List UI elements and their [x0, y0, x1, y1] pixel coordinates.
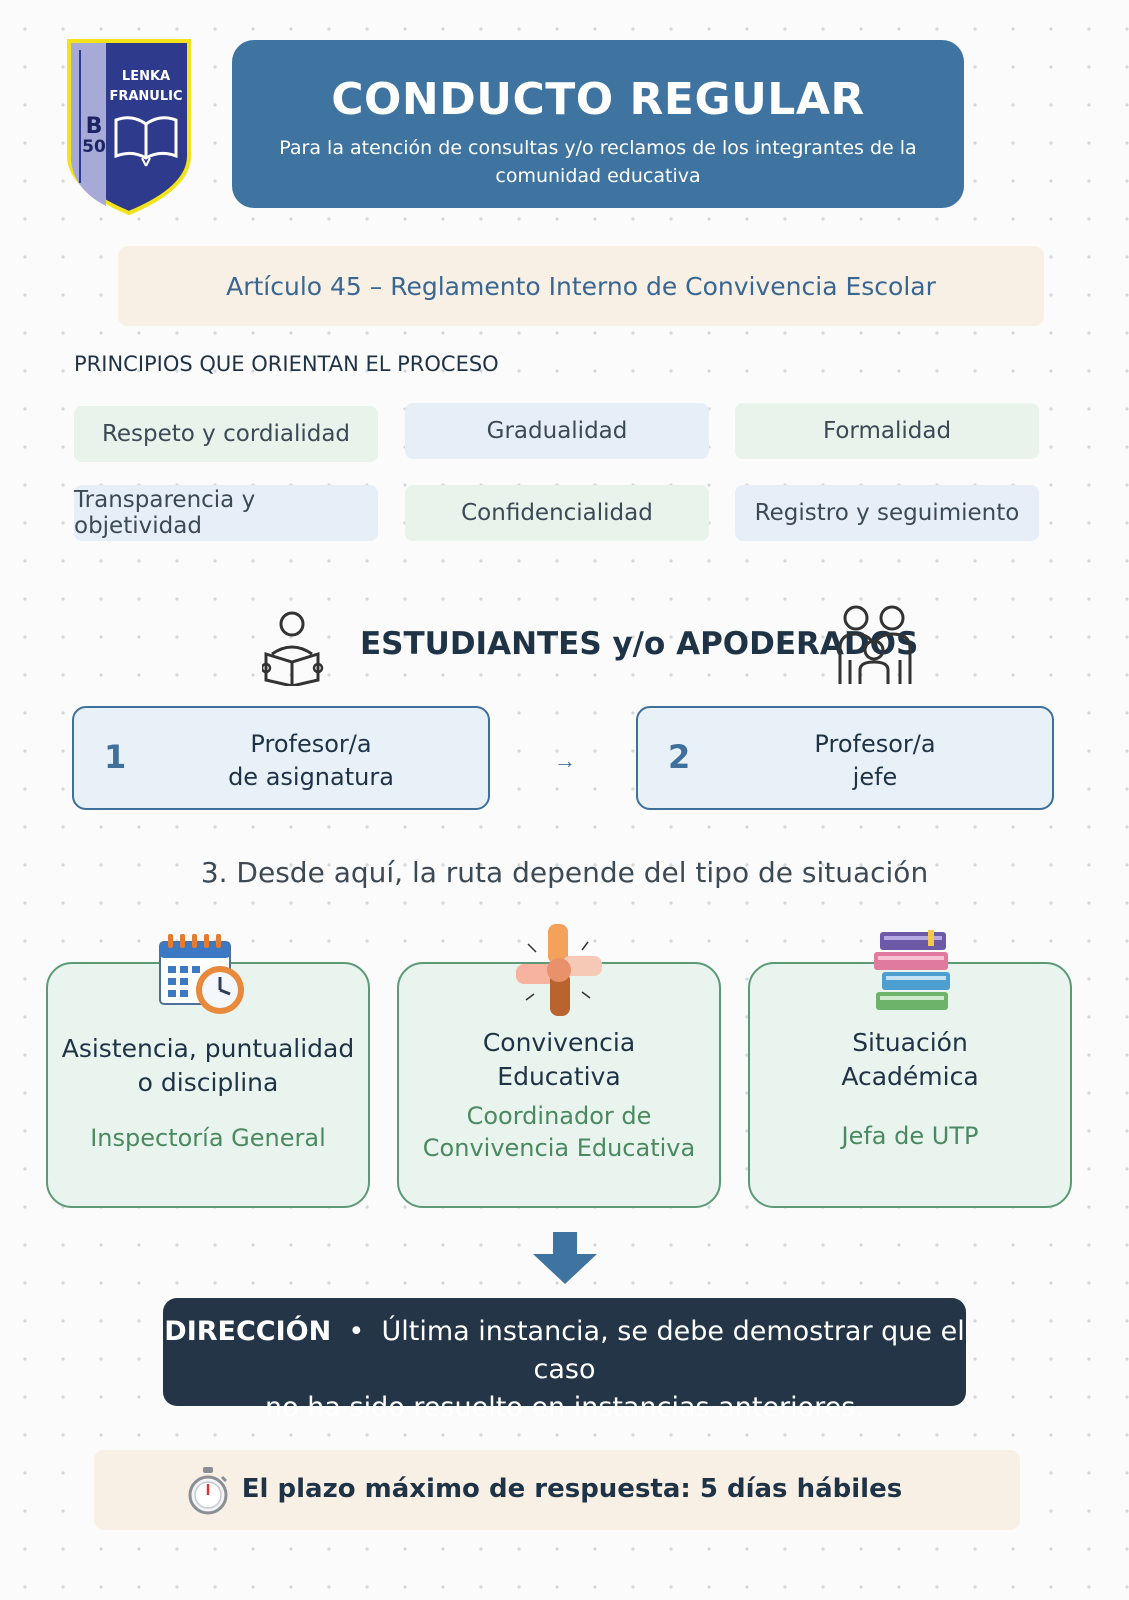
direction-label: DIRECCIÓN: [164, 1316, 332, 1347]
card-title-line1: Situación: [852, 1028, 968, 1057]
card-title-line1: Convivencia: [482, 1028, 636, 1057]
article-label: Artículo 45 – Reglamento Interno de Conv…: [226, 271, 936, 301]
card-title-line2: o disciplina: [137, 1068, 279, 1097]
card-subtitle-line1: Inspectoría General: [90, 1124, 326, 1152]
logo-code-number: 50: [82, 137, 106, 157]
student-reading-icon: [260, 610, 326, 688]
principle-pill: Formalidad: [735, 403, 1039, 459]
logo-line1: LENKA: [122, 69, 170, 84]
students-heading: ESTUDIANTES y/o APODERADOS: [360, 626, 919, 662]
school-logo: LENKA FRANULIC B 50: [66, 38, 192, 216]
direction-separator: •: [348, 1316, 365, 1347]
step-label-line1: Profesor/a: [250, 730, 372, 758]
step-number: 1: [104, 738, 127, 776]
direction-text-line1: Última instancia, se debe demostrar que …: [381, 1316, 965, 1385]
route-heading: 3. Desde aquí, la ruta depende del tipo …: [200, 856, 929, 889]
hands-together-icon: [514, 922, 604, 1018]
card-subtitle-line2: Convivencia Educativa: [422, 1134, 696, 1162]
deadline-text: El plazo máximo de respuesta: 5 días háb…: [241, 1474, 903, 1504]
arrow-down-icon: [533, 1232, 597, 1284]
principle-pill: Respeto y cordialidad: [74, 406, 378, 462]
page-title: CONDUCTO REGULAR: [331, 74, 865, 125]
step-label-line2: jefe: [852, 763, 898, 791]
logo-code-letter: B: [86, 114, 103, 139]
page-subtitle: Para la atención de consultas y/o reclam…: [279, 137, 917, 187]
direction-text-line2: no ha sido resuelto en instancias anteri…: [265, 1392, 864, 1423]
card-title-line1: Asistencia, puntualidad: [61, 1034, 355, 1063]
principle-pill: Confidencialidad: [405, 485, 709, 541]
header-banner: CONDUCTO REGULAR Para la atención de con…: [232, 40, 964, 208]
calendar-clock-icon: [158, 932, 250, 1016]
deadline-band: El plazo máximo de respuesta: 5 días háb…: [94, 1450, 1020, 1530]
stopwatch-icon: [186, 1467, 230, 1515]
books-stack-icon: [872, 928, 956, 1014]
step-1-box: 1 Profesor/a de asignatura: [72, 706, 490, 810]
card-subtitle-line1: Jefa de UTP: [841, 1122, 979, 1150]
principles-heading: PRINCIPIOS QUE ORIENTAN EL PROCESO: [74, 352, 499, 376]
principle-pill: Registro y seguimiento: [735, 485, 1039, 541]
card-title-line2: Educativa: [497, 1062, 621, 1091]
open-book-icon: [114, 116, 178, 167]
article-band: Artículo 45 – Reglamento Interno de Conv…: [118, 246, 1044, 326]
step-number: 2: [668, 738, 691, 776]
card-subtitle-line1: Coordinador de: [466, 1102, 652, 1130]
family-icon: [834, 604, 916, 686]
arrow-right-icon: →: [554, 748, 576, 773]
step-label-line2: de asignatura: [228, 763, 394, 791]
step-2-box: 2 Profesor/a jefe: [636, 706, 1054, 810]
principle-pill: Gradualidad: [405, 403, 709, 459]
card-title-line2: Académica: [841, 1062, 979, 1091]
logo-line2: FRANULIC: [109, 89, 182, 104]
direction-banner: DIRECCIÓN • Última instancia, se debe de…: [163, 1298, 966, 1423]
principle-pill: Transparencia y objetividad: [74, 485, 378, 541]
step-label-line1: Profesor/a: [814, 730, 936, 758]
